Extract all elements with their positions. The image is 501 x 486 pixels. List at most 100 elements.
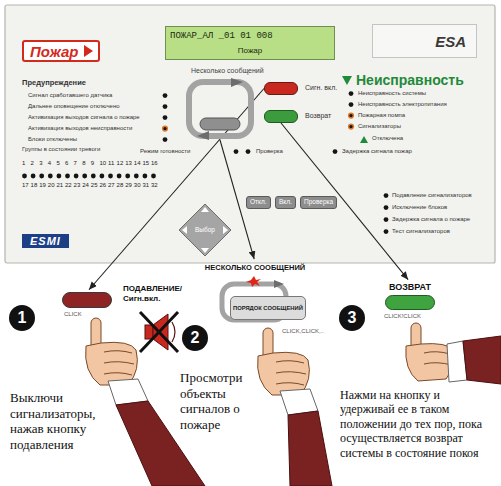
node-text: ПОДАВЛЕНИЕ/ Сигн.вкл. [123,284,203,303]
diamond-outline [179,204,231,256]
node-text: ПОРЯДОК СООБЩЕНИЙ [233,305,303,311]
click-sound: CLICK!CLICK [384,313,421,320]
fire-indicator: Пожар [22,40,100,62]
message-order-button: ПОРЯДОК СООБЩЕНИЙ [230,296,306,320]
zone-number: 27 [108,182,115,189]
section-heading: Группы в состоянии тревоги [22,146,100,153]
indicator-led [384,229,389,234]
indicator-led [39,174,44,179]
step-number: 1 [9,305,35,331]
zone-number: 23 [74,182,81,189]
node-text: Вкл. [279,199,292,206]
indicator-led [134,174,139,179]
indicator-led [117,174,122,179]
indicator-led [31,174,36,179]
zone-number: 4 [48,160,51,167]
pad-arrow [201,248,209,253]
indicator-label: Пожарная помпа [358,112,405,119]
zone-number: 31 [142,182,149,189]
zone-number: 5 [56,160,59,167]
zone-number: 8 [82,160,85,167]
click-sound: CLICK [64,311,82,318]
indicator-led [143,174,148,179]
zone-number: 2 [31,160,34,167]
indicator-label: Проверка [256,148,283,155]
zone-number: 9 [91,160,94,167]
node-text: 2 [191,329,200,347]
zone-number: 15 [142,160,149,167]
indicator-led [349,113,354,118]
reset-button: Возврат [264,110,298,123]
indicator-label: Активизация выходов неисправности [28,125,132,132]
indicator-led [349,124,354,129]
indicator-label: Неисправность системы [358,90,426,97]
indicator-led [163,137,168,142]
control-panel [5,5,495,263]
indicator-label: Сигнализаторы [358,123,401,130]
reset-button-large: ВОЗВРАТ [382,282,438,310]
indicator-led [91,174,96,179]
indicator-led [384,193,389,198]
indicator-led [108,174,113,179]
indicator-led [349,91,354,96]
zone-number: 20 [48,182,55,189]
indicator-label: Блоки отключены [28,136,77,143]
indicator-label: Дальнее оповещение отключено [28,103,120,110]
node-text: Сигн. вкл. [305,84,337,92]
green-button-face [385,295,435,310]
instruction-text: Выключи сигнализаторы, нажав кнопку пода… [10,390,105,452]
indicator-label: Задержка сигнала пожар [342,148,412,155]
indicator-led [82,174,87,179]
node-text: 3 [348,309,357,327]
indicator-led [246,149,251,154]
zone-number: 28 [117,182,124,189]
message-cycle-large: НЕСКОЛЬКО СООБЩЕНИЙПОРЯДОК СООБЩЕНИЙ [200,262,310,324]
node-text: Пожар [238,46,262,55]
node-text: Откл. [250,199,267,206]
brand-logo: ESMI [22,234,69,248]
node-text: ESA [435,33,466,50]
pad-arrow [182,226,187,234]
indicator-led [65,174,70,179]
click-sound: CLICK,CLICK,.. [282,328,324,335]
node-text: ВОЗВРАТ [389,282,431,293]
message-cycle-frame: Несколько сообщений [185,78,255,140]
pad-arrow [223,226,228,234]
zone-number: 26 [99,182,106,189]
zone-number: 21 [56,182,63,189]
zone-number: 3 [39,160,42,167]
indicator-label: Режим готовности [140,148,190,155]
zone-number: 16 [151,160,158,167]
indicator-label: Отключена [372,135,403,142]
node-text: Выбор [195,226,215,233]
zone-number: 32 [151,182,158,189]
section-heading: Предупреждение [22,78,86,87]
test-button: Проверка [300,196,337,209]
zone-number: 29 [125,182,132,189]
silence-button-large: ПОДАВЛЕНИЕ/ Сигн.вкл. [62,292,112,308]
indicator-led [125,174,130,179]
cycle-arrowhead [274,280,284,288]
order-button [200,118,240,130]
zone-number: 1 [22,160,25,167]
indicator-led [163,104,168,109]
muted-sounder-symbol [140,312,178,352]
zone-number: 22 [65,182,72,189]
pad-arrow [201,207,209,212]
fire-arrow [84,45,93,57]
node-text: 1 [18,309,27,327]
step-number: 3 [339,305,365,331]
indicator-label: Сигнал сработавшего датчика [28,92,112,99]
model-plate: ESA [372,24,477,58]
cycle-arrowhead [197,131,209,140]
indicator-led [163,93,168,98]
indicator-led [74,174,79,179]
cycle-frame-outline [185,78,255,140]
zone-number: 19 [39,182,46,189]
indicator-led [163,126,168,131]
indicator-led [349,102,354,107]
indicator-label: Задержка сигнала о пожаре [392,216,470,223]
pointing-hand [258,328,332,486]
fault-heading: Неисправность [356,72,464,88]
cycle-ring [189,82,251,136]
